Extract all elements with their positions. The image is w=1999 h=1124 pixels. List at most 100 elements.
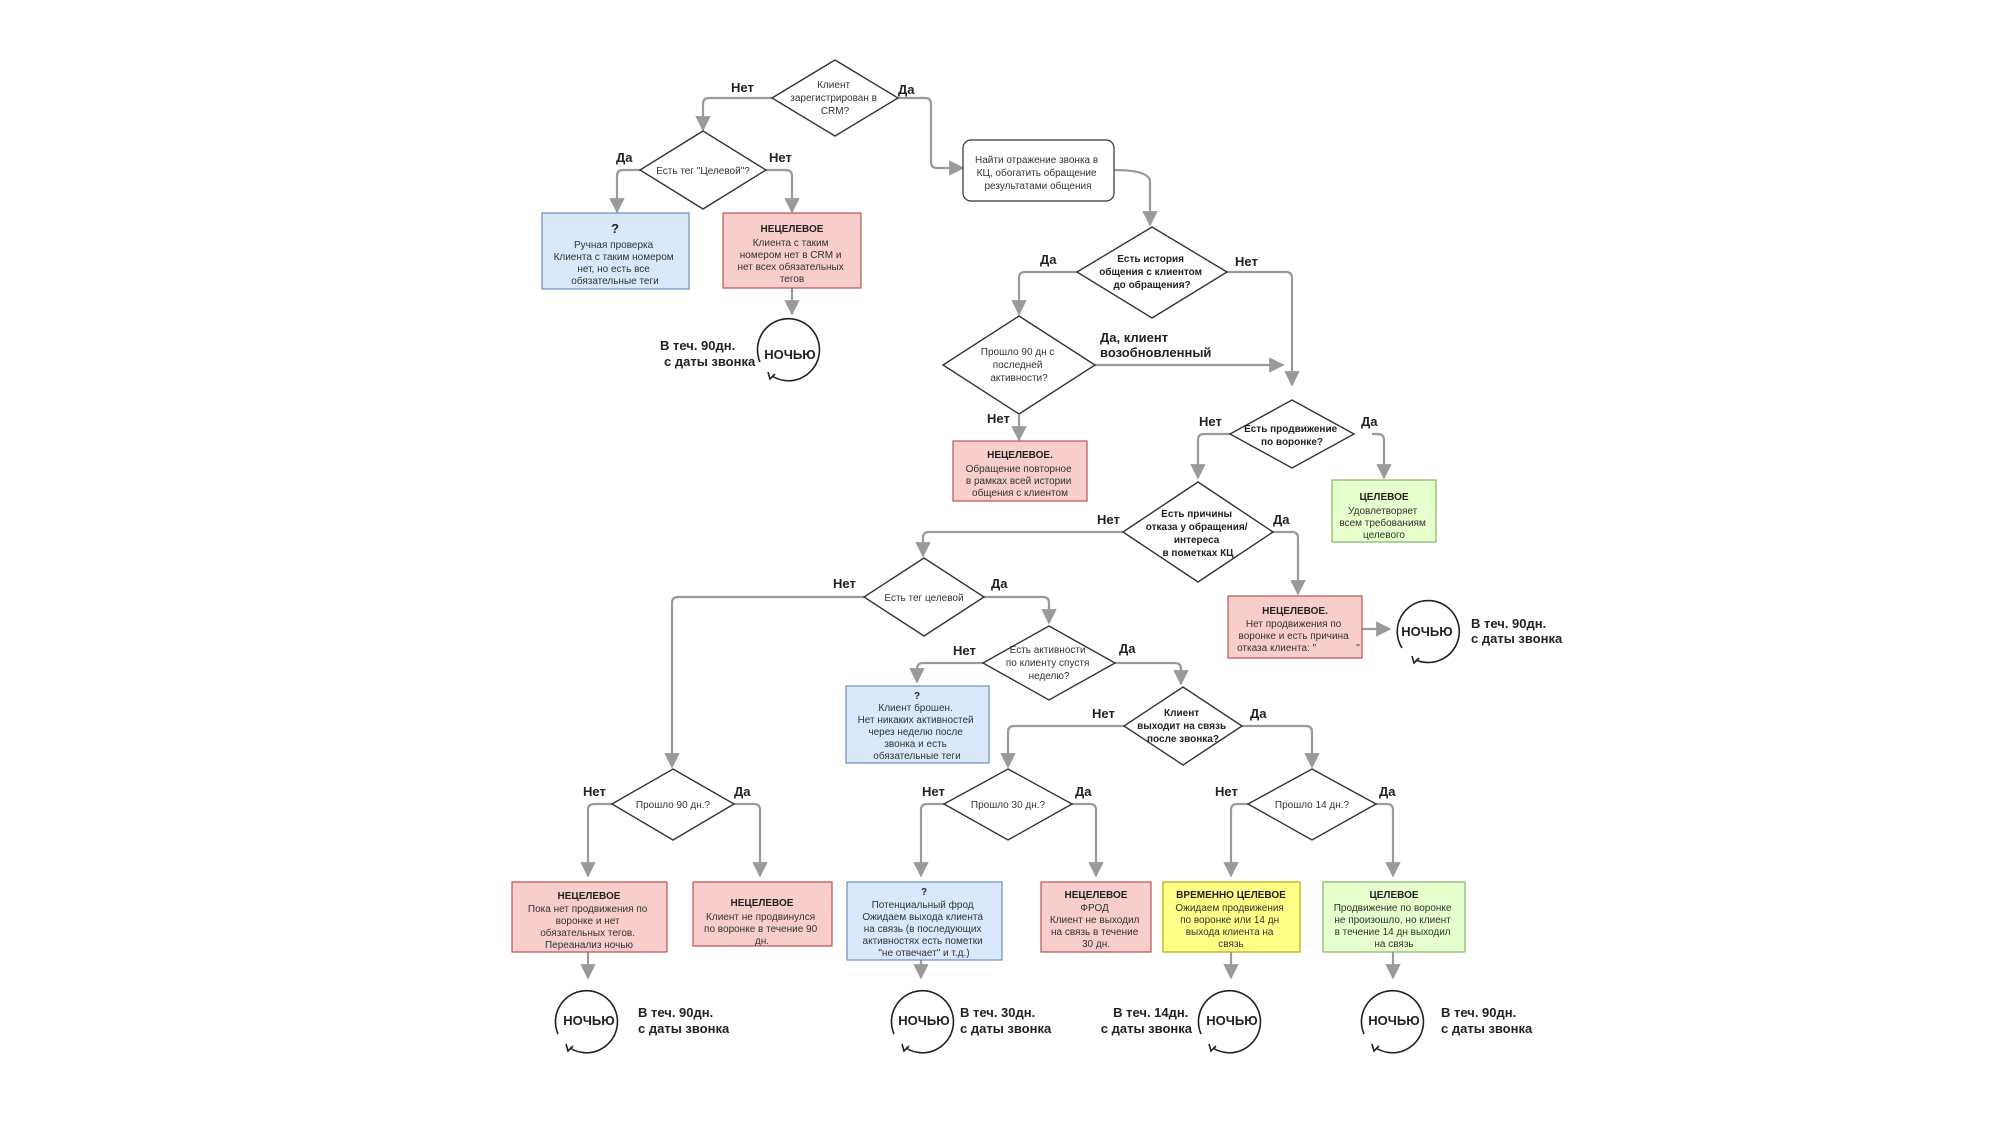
- diamond-label: Прошло 90 дн.?: [636, 800, 711, 811]
- box-title: ?: [921, 887, 927, 898]
- cycle-icon: [1396, 599, 1461, 664]
- box-text: Удовлетворяет всем требованиям целевого: [1339, 506, 1428, 541]
- label-yes: Да: [1040, 252, 1057, 267]
- night-cycle-5: НОЧЬЮ В теч. 14дн. с даты звонка: [1101, 989, 1262, 1054]
- diamond-target-tag: Есть тег "Целевой"?: [638, 130, 768, 210]
- branch-labels: Нет Да Да Нет Да Нет Да, клиент возобнов…: [583, 80, 1396, 799]
- diamond-week-activity: Есть активности по клиенту спустя неделю…: [981, 625, 1117, 701]
- arrow-d10-no: [580, 802, 612, 878]
- diamond-label: Прошло 14 дн.?: [1275, 800, 1350, 811]
- diamond-label: Прошло 30 дн.?: [971, 800, 1046, 811]
- night-cycle-2: НОЧЬЮ В теч. 90дн. с даты звонка: [1396, 599, 1563, 665]
- process-enrich-call: Найти отражение звонка в КЦ, обогатить о…: [962, 139, 1115, 202]
- box-text: Клиента с таким номером нет в CRM и нет …: [737, 238, 846, 285]
- night-caption: В теч. 30дн. с даты звонка: [960, 1005, 1052, 1036]
- box-title: ?: [611, 221, 619, 236]
- arrow-d9-yes: [1242, 724, 1320, 769]
- label-yes: Да: [1273, 512, 1290, 527]
- box-title: НЕЦЕЛЕВОЕ.: [1262, 606, 1328, 617]
- label-yes: Да: [1379, 784, 1396, 799]
- arrow-d6-yes: [1273, 530, 1306, 596]
- box-fraud: НЕЦЕЛЕВОЕ ФРОД Клиент не выходил на связ…: [1040, 881, 1152, 953]
- box-text: Клиент брошен. Нет никаких активностей ч…: [858, 702, 977, 762]
- night-caption: В теч. 90дн. с даты звонка: [1441, 1005, 1533, 1036]
- arrow-d2-yes: [609, 168, 640, 214]
- box-untarget-repeat: НЕЦЕЛЕВОЕ. Обращение повторное в рамках …: [952, 440, 1088, 502]
- night-label: НОЧЬЮ: [1401, 624, 1452, 639]
- box-temp-target: ВРЕМЕННО ЦЕЛЕВОЕ Ожидаем продвижения по …: [1162, 881, 1301, 953]
- diamond-label: Прошло 90 дн с последней активности?: [981, 347, 1057, 384]
- box-title: ВРЕМЕННО ЦЕЛЕВОЕ: [1176, 890, 1286, 901]
- arrow-d10-yes: [734, 802, 768, 878]
- diamond-label: Есть история общения с клиентом до обращ…: [1099, 254, 1205, 291]
- arrow-d7-no: [664, 595, 864, 769]
- cycle-arrowhead-icon: [1411, 655, 1420, 665]
- arrow-d3-yes: [1011, 270, 1077, 316]
- cycle-arrowhead-icon: [1371, 1043, 1380, 1053]
- arrow-d3-no: [1227, 270, 1300, 387]
- cycle-icon: [1360, 989, 1425, 1054]
- arrow-process-d3: [1113, 168, 1158, 227]
- box-title: НЕЦЕЛЕВОЕ: [558, 891, 621, 902]
- night-cycle-1: НОЧЬЮ В теч. 90дн. с даты звонка: [660, 317, 821, 382]
- cycle-arrowhead-icon: [565, 1043, 574, 1053]
- cycle-arrowhead-icon: [901, 1043, 910, 1053]
- night-label: НОЧЬЮ: [563, 1013, 614, 1028]
- box-title: НЕЦЕЛЕВОЕ: [1065, 890, 1128, 901]
- diamond-client-registered: Клиент зарегистрирован в CRM?: [770, 59, 900, 137]
- box-text: Клиент не продвинулся по воронке в течен…: [704, 912, 820, 947]
- box-text: Ручная проверка Клиента с таким номером …: [554, 240, 677, 287]
- label-no: Нет: [731, 80, 754, 95]
- label-yes: Да: [1250, 706, 1267, 721]
- night-caption: В теч. 14дн. с даты звонка: [1101, 1005, 1193, 1036]
- label-no: Нет: [987, 411, 1010, 426]
- arrow-d12-no: [1223, 802, 1248, 878]
- label-yes: Да: [1361, 414, 1378, 429]
- box-title: НЕЦЕЛЕВОЕ: [731, 898, 794, 909]
- box-title: ЦЕЛЕВОЕ: [1369, 890, 1418, 901]
- box-text: Пока нет продвижения по воронке и нет об…: [528, 904, 650, 951]
- cycle-icon: [890, 989, 955, 1054]
- label-no: Нет: [1092, 706, 1115, 721]
- box-text: Обращение повторное в рамках всей истори…: [966, 463, 1075, 499]
- diamond-label: Есть продвижение по воронке?: [1244, 424, 1340, 448]
- arrow-d2-no: [766, 168, 800, 214]
- label-renewed: Да, клиент возобновленный: [1100, 330, 1211, 360]
- label-no: Нет: [1215, 784, 1238, 799]
- label-no: Нет: [1235, 254, 1258, 269]
- box-text: Нет продвижения по воронке и есть причин…: [1237, 619, 1360, 654]
- diamond-label: Есть активности по клиенту спустя неделю…: [1006, 645, 1092, 682]
- box-fraud-potential: ? Потенциальный фрод Ожидаем выхода клие…: [846, 881, 1003, 961]
- label-yes: Да: [616, 150, 633, 165]
- night-label: НОЧЬЮ: [1368, 1013, 1419, 1028]
- arrow-d12-yes: [1376, 802, 1401, 878]
- arrow-d11-yes: [1072, 802, 1104, 878]
- arrow-d1-yes: [898, 96, 965, 176]
- night-caption: В теч. 90дн. с даты звонка: [638, 1005, 730, 1036]
- diamond-client-contact: Клиент выходит на связь после звонка?: [1122, 686, 1244, 766]
- label-yes: Да: [1075, 784, 1092, 799]
- arrow-d11-no: [913, 802, 944, 878]
- label-yes: Да: [991, 576, 1008, 591]
- night-cycle-3: НОЧЬЮ В теч. 90дн. с даты звонка: [554, 989, 730, 1054]
- cycle-icon: [1197, 989, 1262, 1054]
- arrow-d9-no: [1000, 724, 1124, 769]
- process-label: Найти отражение звонка в КЦ, обогатить о…: [975, 155, 1101, 192]
- arrow-d8-no: [909, 661, 983, 684]
- night-cycle-6: НОЧЬЮ В теч. 90дн. с даты звонка: [1360, 989, 1533, 1054]
- label-no: Нет: [922, 784, 945, 799]
- arrow-d8-yes: [1115, 661, 1189, 686]
- diamond-label: Клиент зарегистрирован в CRM?: [790, 80, 880, 117]
- box-untarget-pending: НЕЦЕЛЕВОЕ Пока нет продвижения по воронк…: [511, 881, 668, 953]
- night-label: НОЧЬЮ: [764, 347, 815, 362]
- cycle-arrowhead-icon: [1208, 1043, 1217, 1053]
- diamond-90-days-activity: Прошло 90 дн с последней активности?: [941, 315, 1097, 415]
- box-abandoned: ? Клиент брошен. Нет никаких активностей…: [845, 685, 990, 764]
- box-manual-check: ? Ручная проверка Клиента с таким номеро…: [541, 212, 690, 290]
- night-caption: В теч. 90дн. с даты звонка: [660, 338, 756, 369]
- box-target-funnel: ЦЕЛЕВОЕ Удовлетворяет всем требованиям ц…: [1331, 479, 1437, 543]
- label-yes: Да: [898, 82, 915, 97]
- arrow-d5-no: [1190, 432, 1230, 480]
- night-label: НОЧЬЮ: [898, 1013, 949, 1028]
